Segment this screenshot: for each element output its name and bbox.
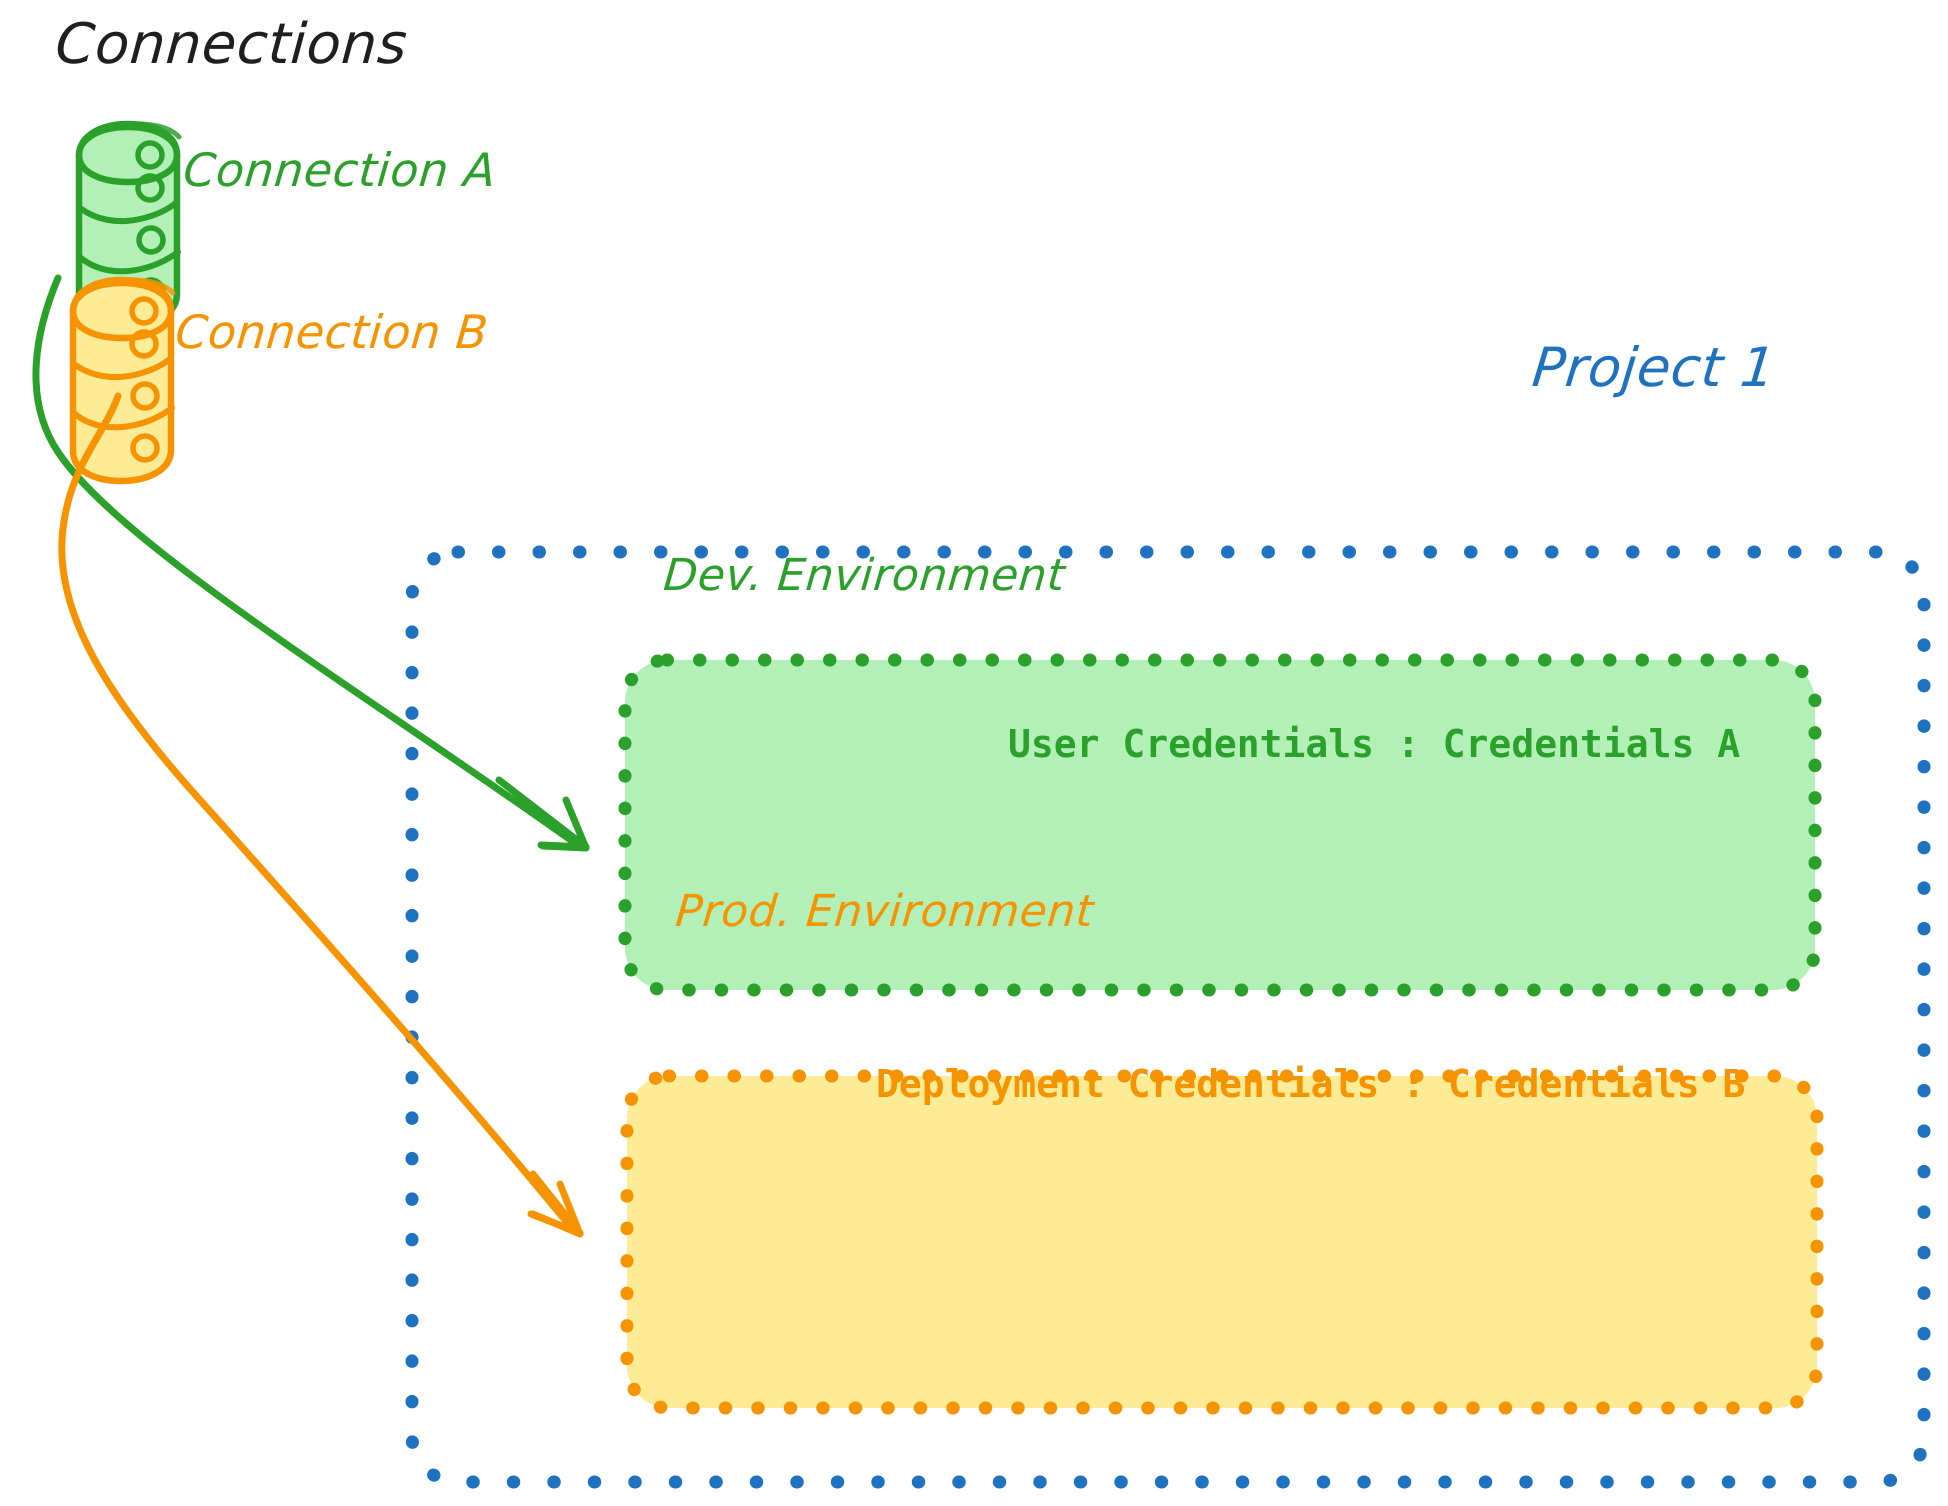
prod-environment-label: Prod. Environment: [673, 886, 1096, 937]
arrow-connection-b-to-prod: [58, 392, 584, 1238]
dev-credentials-text: User Credentials : Credentials A: [1008, 722, 1741, 766]
prod-environment-box: [620, 1069, 1824, 1415]
prod-credentials-text: Deployment Credentials : Credentials B: [876, 1062, 1746, 1106]
page-title: Connections: [53, 12, 410, 77]
dev-environment-label: Dev. Environment: [661, 550, 1068, 601]
connection-a-label: Connection A: [181, 143, 499, 197]
dev-environment-box: [618, 653, 1822, 997]
connection-b-label: Connection B: [173, 305, 491, 359]
database-icon-connection-a: [75, 120, 182, 329]
project-1-container: [405, 545, 1931, 1489]
project-1-label: Project 1: [1529, 336, 1779, 399]
arrow-connection-a-to-dev: [32, 274, 590, 852]
